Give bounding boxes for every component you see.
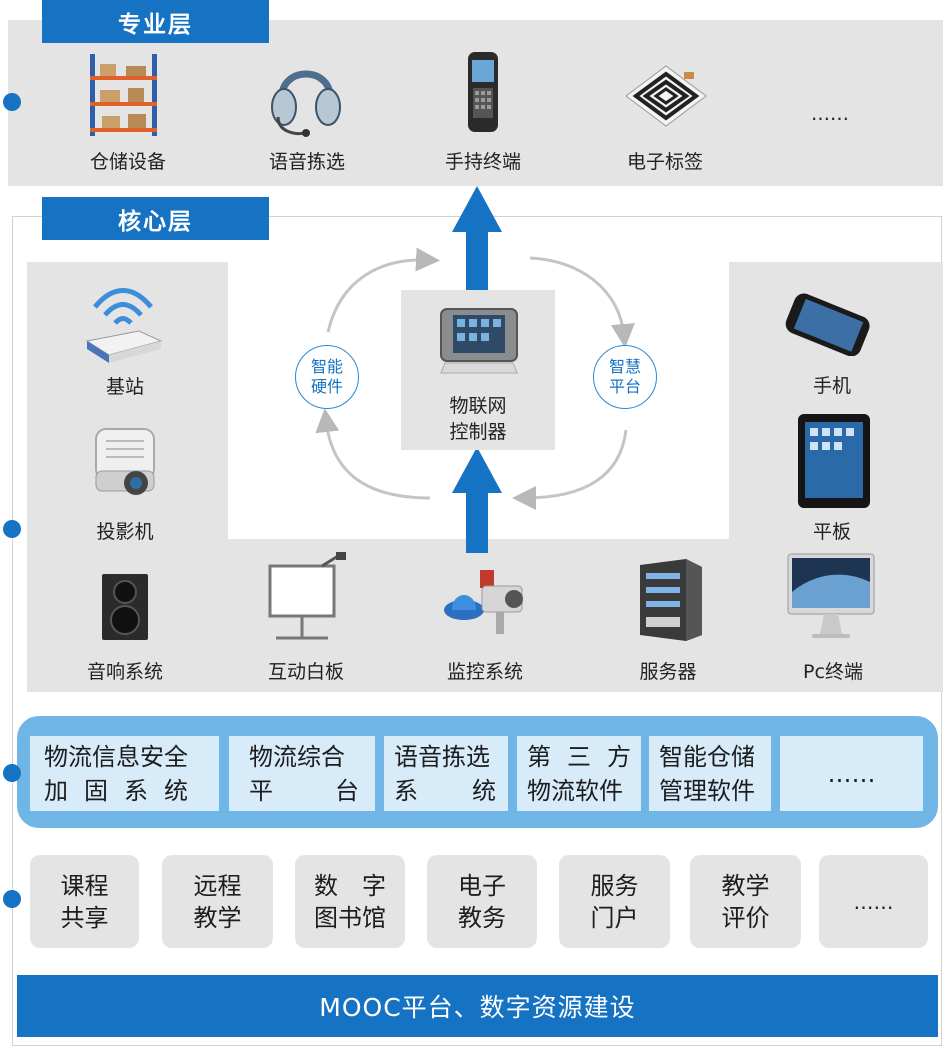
service-line2: 评价 xyxy=(721,903,770,932)
service-box: 教学 评价 xyxy=(690,855,801,948)
controller-label: 物联网 控制器 xyxy=(449,393,506,445)
service-line2: 教学 xyxy=(193,903,242,932)
pro-item-label: 电子标签 xyxy=(626,151,704,173)
pc-monitor-icon xyxy=(787,553,875,638)
service-line2: 共享 xyxy=(60,903,109,932)
whiteboard-icon xyxy=(268,552,346,640)
software-box: 智能仓储 管理软件 xyxy=(649,736,771,811)
speaker-icon xyxy=(102,574,148,640)
controller-line1: 物联网 xyxy=(449,395,507,417)
software-box: 第三方 物流软件 xyxy=(517,736,641,811)
handheld-terminal-icon xyxy=(468,52,498,132)
cycle-arrows xyxy=(315,247,635,510)
pro-item-label: 手持终端 xyxy=(444,151,522,173)
cycle-right-line2: 平台 xyxy=(608,377,641,396)
mooc-platform-bar: MOOC平台、数字资源建设 xyxy=(17,975,938,1037)
service-line1: 电子 xyxy=(458,871,506,900)
service-line1: 服务 xyxy=(590,871,639,900)
service-box: 远程 教学 xyxy=(162,855,273,948)
tablet-icon xyxy=(798,414,870,508)
surveillance-camera-icon xyxy=(444,570,523,634)
service-line1: 教学 xyxy=(721,871,770,900)
iot-controller-icon xyxy=(440,308,518,374)
pro-item-label: 仓储设备 xyxy=(89,151,167,173)
arrow-up-to-controller xyxy=(452,447,502,553)
software-line2: 管理软件 xyxy=(659,777,755,805)
software-line1: 物流综合 xyxy=(249,743,345,771)
layer-bullet-dot xyxy=(3,93,21,111)
layer-bullet-dot xyxy=(3,890,21,908)
software-box-more: …… xyxy=(780,736,923,811)
pro-item-label: 语音拣选 xyxy=(268,151,346,173)
software-box: 物流综合 平台 xyxy=(229,736,375,811)
service-line2: 教务 xyxy=(458,903,506,932)
pro-item-more: …… xyxy=(811,103,849,125)
wifi-router-icon xyxy=(85,288,163,363)
service-line1: 远程 xyxy=(193,871,242,900)
core-bottom-label: 服务器 xyxy=(639,661,697,683)
core-bottom-label: 音响系统 xyxy=(86,661,164,683)
software-line2: 加固系统 xyxy=(44,777,204,805)
headset-icon xyxy=(271,70,341,137)
core-bottom-label: Pc终端 xyxy=(803,661,863,683)
service-line1: 课程 xyxy=(60,871,109,900)
layer-bullet-dot xyxy=(3,764,21,782)
cycle-left-line1: 智能 xyxy=(310,357,343,376)
warehouse-shelf-icon xyxy=(90,54,157,136)
service-line2: 图书馆 xyxy=(314,903,386,932)
smart-hardware-label: 智能 硬件 xyxy=(295,345,359,409)
smartphone-icon xyxy=(785,293,870,356)
professional-layer-title: 专业层 xyxy=(42,0,269,43)
core-left-label: 基站 xyxy=(105,376,145,398)
projector-icon xyxy=(95,428,155,495)
cycle-left-line2: 硬件 xyxy=(310,377,343,396)
controller-line2: 控制器 xyxy=(449,421,507,443)
service-box: 课程 共享 xyxy=(30,855,139,948)
software-more: …… xyxy=(827,759,876,788)
layer-bullet-dot xyxy=(3,520,21,538)
cycle-right-line1: 智慧 xyxy=(608,357,641,376)
core-bottom-label: 互动白板 xyxy=(267,661,345,683)
core-right-label: 平板 xyxy=(812,521,852,543)
software-line1: 语音拣选 xyxy=(394,743,490,771)
software-line2: 平台 xyxy=(249,777,421,805)
core-bottom-label: 监控系统 xyxy=(446,661,524,683)
service-box: 数字 图书馆 xyxy=(295,855,405,948)
software-line2: 物流软件 xyxy=(527,777,623,805)
service-box: 服务 门户 xyxy=(559,855,670,948)
rfid-tag-icon xyxy=(625,65,707,127)
software-line2: 系统 xyxy=(394,777,550,805)
smart-platform-label: 智慧 平台 xyxy=(593,345,657,409)
service-line2: 门户 xyxy=(590,903,639,932)
core-left-label: 投影机 xyxy=(96,521,154,543)
software-line1: 智能仓储 xyxy=(659,743,755,771)
software-box: 语音拣选 系统 xyxy=(384,736,508,811)
core-right-label: 手机 xyxy=(812,375,852,397)
service-more: …… xyxy=(853,889,894,914)
software-line1: 第三方 xyxy=(527,743,647,771)
server-icon xyxy=(640,559,702,641)
service-box-more: …… xyxy=(819,855,928,948)
core-layer-title: 核心层 xyxy=(42,197,269,240)
software-box: 物流信息安全 加固系统 xyxy=(30,736,219,811)
software-line1: 物流信息安全 xyxy=(44,743,188,771)
arrow-up-to-professional xyxy=(452,186,502,292)
service-box: 电子 教务 xyxy=(427,855,537,948)
service-line1: 数字 xyxy=(314,871,410,900)
